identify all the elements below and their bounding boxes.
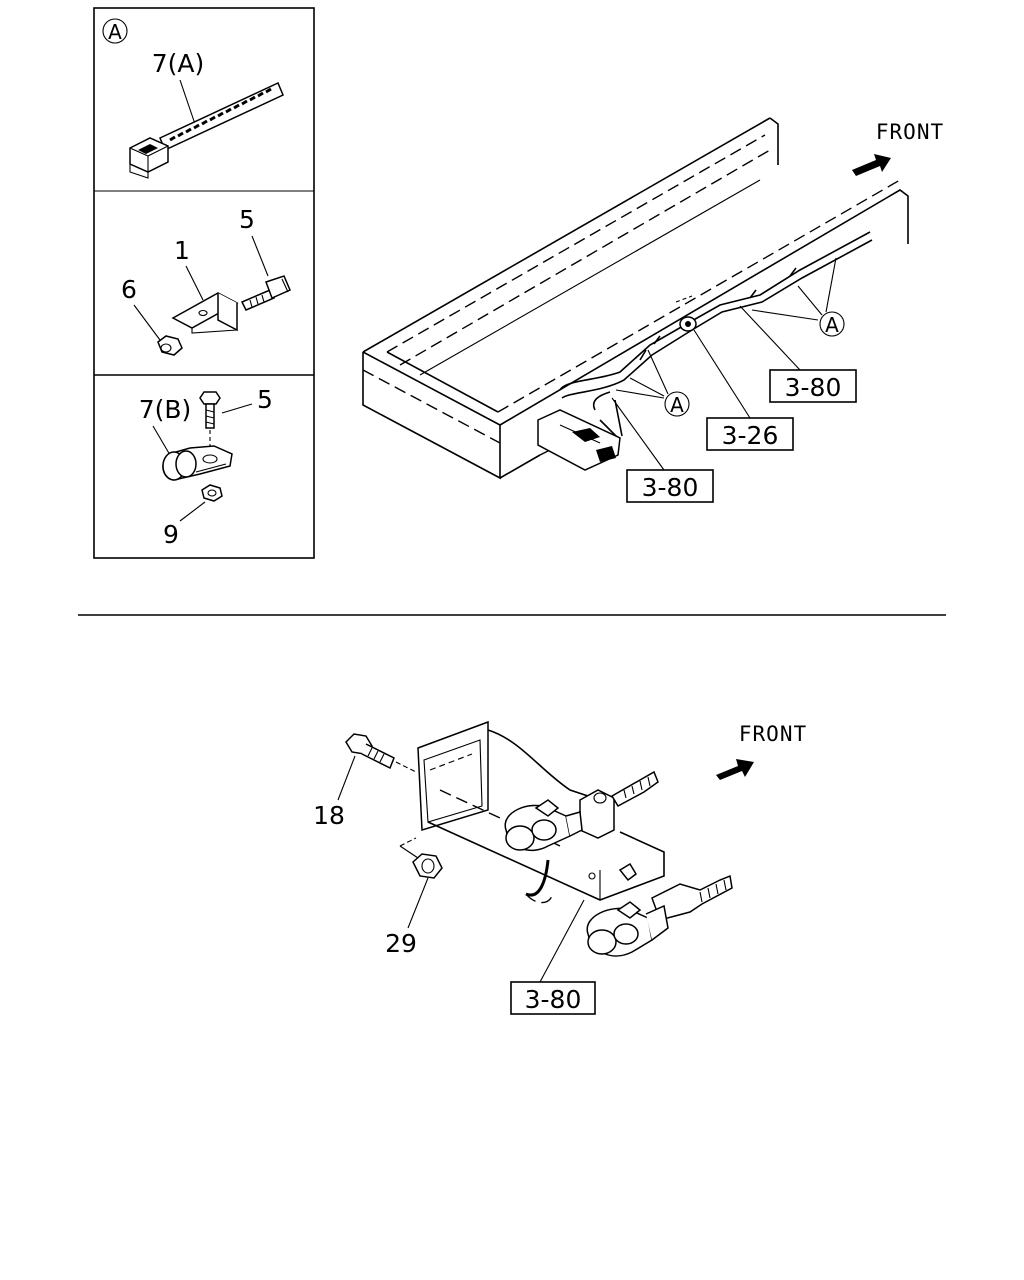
ref-bottom-label: 3-80	[525, 985, 582, 1014]
ref-box-lower	[626, 469, 714, 503]
leader-a-right-2	[825, 257, 837, 313]
detail-a-section: A 7(A)	[102, 18, 284, 179]
detail-a-circle	[102, 18, 128, 44]
detail-bracket-section: 1 5 6	[121, 205, 291, 356]
ref-bottom-leader	[539, 899, 585, 983]
leader-ref-upper	[739, 305, 801, 371]
clip-nut-label: 9	[163, 520, 179, 549]
connector-block	[537, 409, 621, 471]
frame-rail	[362, 117, 909, 480]
leader-a-left-2	[615, 389, 665, 399]
circle-a-right-label: A	[825, 313, 839, 337]
circle-a-right-icon	[819, 311, 845, 337]
bracket-leader	[185, 265, 204, 301]
detail-clip-section: 7(B) 5 9	[139, 385, 273, 549]
leader-a-left-3	[629, 377, 665, 397]
cable-tie-label: 7(A)	[152, 49, 205, 78]
leader-a-left-1	[647, 349, 669, 395]
detail-panel: A 7(A) 1 5 6	[93, 7, 315, 559]
ref-box-bottom	[510, 981, 596, 1015]
circle-a-left-icon	[664, 391, 690, 417]
nut-29-label: 29	[385, 929, 417, 958]
leader-ref-lower	[611, 397, 665, 471]
detail-panel-frame	[93, 7, 315, 559]
front-label-top: FRONT	[876, 120, 944, 144]
clip-bolt-icon	[199, 391, 221, 429]
bracket-nut-icon	[157, 335, 183, 356]
detail-a-circle-label: A	[108, 20, 122, 44]
bracket-icon	[171, 292, 239, 334]
clip-leader	[152, 425, 171, 456]
ref-lower-label: 3-80	[642, 473, 699, 502]
front-label-bottom: FRONT	[739, 722, 807, 746]
circle-a-left-label: A	[670, 393, 684, 417]
ref-middle-label: 3-26	[722, 421, 779, 450]
bracket-nut-label: 6	[121, 275, 137, 304]
ref-box-middle	[706, 417, 794, 451]
fitting-lower	[586, 874, 733, 957]
bracket-nut-leader	[133, 304, 161, 341]
wire-harness	[559, 231, 873, 441]
bolt-18-label: 18	[313, 801, 345, 830]
bracket-label: 1	[174, 236, 190, 265]
bracket-bolt-icon	[240, 275, 291, 311]
ref-box-upper	[769, 369, 857, 403]
clip-nut-leader	[179, 501, 206, 522]
front-arrow-bottom-icon	[716, 759, 754, 780]
clip-label: 7(B)	[139, 395, 192, 424]
ref-upper-label: 3-80	[785, 373, 842, 402]
bolt-18-leader	[337, 755, 356, 801]
clip-icon	[162, 445, 233, 481]
valve-block-drawing: FRONT 18 29	[313, 720, 807, 1015]
frame-rail-drawing: FRONT	[362, 117, 944, 503]
clip-nut-icon	[201, 484, 223, 502]
bracket-bolt-leader	[251, 235, 269, 277]
clip-bolt-leader	[221, 403, 253, 414]
leader-ref-middle	[693, 329, 751, 419]
fitting-upper	[504, 770, 659, 851]
bolt-18-icon	[345, 733, 417, 773]
bracket-bolt-label: 5	[239, 205, 255, 234]
nut-29-leader	[407, 877, 429, 929]
clip-bolt-label: 5	[257, 385, 273, 414]
nut-29-icon	[399, 837, 443, 879]
front-arrow-top-icon	[852, 154, 891, 176]
leader-a-right-3	[751, 309, 819, 321]
leader-a-right-1	[797, 285, 823, 316]
cable-tie-leader	[179, 79, 196, 125]
valve-block	[417, 720, 665, 904]
cable-tie-icon	[129, 81, 284, 179]
